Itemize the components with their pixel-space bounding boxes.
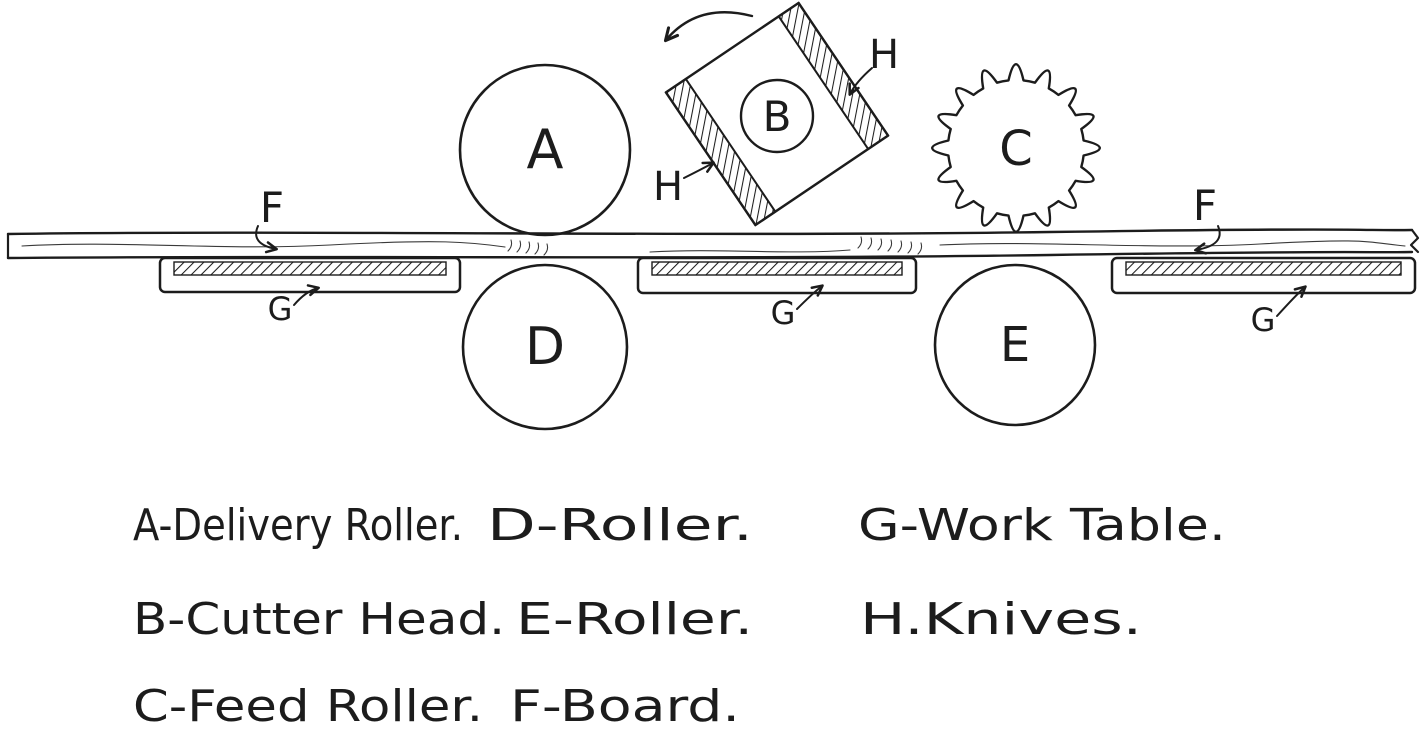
lower-roller-left-label: D xyxy=(525,317,565,377)
legend-a-delivery-roller: A-Delivery Roller. xyxy=(133,500,463,551)
cutter-head-letter-circle xyxy=(739,78,815,154)
knives-bottom-label: H xyxy=(653,164,683,210)
knife-strip-upper xyxy=(777,1,890,151)
delivery-roller-label: A xyxy=(527,118,564,181)
board xyxy=(6,228,1420,260)
delivery-roller-circle xyxy=(458,63,632,237)
work-table-right xyxy=(1110,256,1417,295)
board-texture-ticks xyxy=(507,239,549,256)
work-table-left xyxy=(158,256,462,294)
board-texture-ticks xyxy=(857,236,923,255)
work-table-right-hatch xyxy=(1125,261,1402,276)
lower-roller-right-circle xyxy=(933,263,1097,427)
cutter-head-label: B xyxy=(763,92,792,141)
legend-d-roller: D-Roller. xyxy=(487,500,753,551)
lower-roller-right-label: E xyxy=(1000,317,1030,373)
legend-e-roller: E-Roller. xyxy=(516,594,753,645)
board-right-leader xyxy=(1194,225,1221,255)
work-table-middle-hatch xyxy=(651,261,903,276)
work-table-middle-label: G xyxy=(771,294,796,332)
work-table-right-label: G xyxy=(1251,301,1276,339)
legend-h-knives: H.Knives. xyxy=(860,594,1142,645)
lower-roller-left-circle xyxy=(461,263,629,431)
board-right-label: F xyxy=(1193,181,1217,230)
knife-strip-lower xyxy=(664,77,777,227)
board-left-label: F xyxy=(260,183,284,232)
work-table-middle xyxy=(636,256,918,295)
feed-roller-gear xyxy=(930,63,1102,233)
legend-b-cutter-head: B-Cutter Head. xyxy=(133,594,505,645)
rotation-arrow xyxy=(663,11,754,43)
legend-c-feed-roller: C-Feed Roller. xyxy=(133,681,483,732)
board-left-leader xyxy=(255,225,278,254)
legend-g-work-table: G-Work Table. xyxy=(858,500,1226,551)
knives-bottom-leader xyxy=(683,161,715,179)
legend: A-Delivery Roller. D-Roller. G-Work Tabl… xyxy=(133,500,1226,732)
work-table-left-label: G xyxy=(268,290,293,328)
board-grain xyxy=(649,249,851,253)
board-grain xyxy=(939,240,1406,247)
work-table-left-hatch xyxy=(173,261,447,276)
work-table-left-leader xyxy=(293,284,320,306)
board-right-end xyxy=(1409,228,1420,254)
knives-top-leader xyxy=(848,67,873,96)
knives-top-label: H xyxy=(869,32,899,78)
work-table-right-leader xyxy=(1276,285,1307,317)
work-table-middle-leader xyxy=(796,284,824,310)
board-grain xyxy=(21,241,506,248)
legend-f-board: F-Board. xyxy=(510,681,740,732)
feed-roller-label: C xyxy=(999,121,1033,177)
